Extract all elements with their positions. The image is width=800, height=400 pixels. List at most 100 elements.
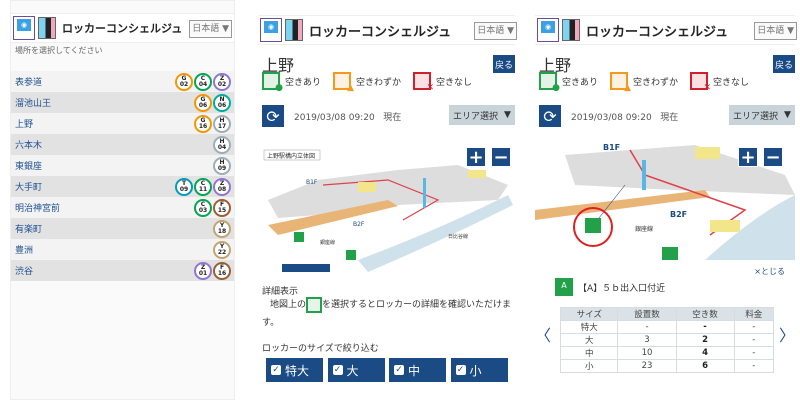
line-letter: H bbox=[219, 137, 225, 145]
column-header: 料金 bbox=[733, 307, 775, 321]
language-value: 日本語 bbox=[757, 26, 785, 36]
station-name: 六本木 bbox=[15, 141, 43, 151]
instruction-text: 地図上の bbox=[270, 300, 307, 310]
station-map-zoomed[interactable]: B1F B2F 銀座線 + − bbox=[535, 135, 795, 260]
map-title: 上野駅構内立体図 bbox=[267, 152, 315, 160]
refresh-button[interactable]: ⟳ bbox=[262, 105, 284, 127]
line-number: 22 bbox=[217, 248, 227, 256]
station-name: 上野 bbox=[15, 120, 34, 130]
zoom-in-button[interactable]: + bbox=[466, 147, 486, 168]
filter-size-button[interactable]: ✓小 bbox=[450, 358, 508, 382]
line-number: 01 bbox=[198, 269, 208, 277]
station-name: 有楽町 bbox=[15, 225, 43, 235]
map-stairs bbox=[710, 220, 740, 232]
column-header: 設置数 bbox=[617, 307, 677, 321]
map-locker-b-icon[interactable] bbox=[346, 250, 356, 260]
map-locker-a-icon[interactable] bbox=[294, 232, 304, 242]
locker-status-icon: ▲ bbox=[610, 72, 631, 93]
availability-legend: ●空きあり▲空きわずか✕空きなし bbox=[539, 72, 759, 93]
checkbox-icon: ✓ bbox=[455, 365, 466, 375]
legend-item: ▲空きわずか bbox=[610, 72, 678, 93]
line-letter: Y bbox=[219, 221, 225, 229]
legend-item: ✕空きなし bbox=[413, 72, 473, 93]
refresh-icon: ⟳ bbox=[266, 106, 280, 126]
filter-size-button[interactable]: ✓中 bbox=[389, 358, 446, 382]
locker-status-icon: ▲ bbox=[333, 72, 354, 93]
prev-locker-button[interactable]: 〈 bbox=[535, 326, 552, 345]
app-header: ◉ ロッカーコンシェルジュ 日本語 ▼ bbox=[11, 13, 234, 43]
line-letter: F bbox=[219, 200, 225, 208]
station-name: 豊洲 bbox=[15, 246, 34, 256]
line-number: 11 bbox=[198, 185, 208, 193]
table-cell: 6 bbox=[675, 359, 735, 373]
station-name: 東銀座 bbox=[15, 162, 43, 172]
zoom-out-button[interactable]: − bbox=[491, 147, 511, 168]
line-number: 03 bbox=[198, 206, 208, 214]
close-popup-link[interactable]: ×とじる bbox=[754, 267, 785, 276]
line-number: 02 bbox=[179, 80, 189, 88]
language-select[interactable]: 日本語 ▼ bbox=[189, 20, 232, 38]
table-cell: 特大 bbox=[559, 320, 619, 334]
timestamp: 2019/03/08 09:20 現在 bbox=[294, 110, 401, 123]
table-cell: - bbox=[733, 320, 775, 334]
station-name: 明治神宮前 bbox=[15, 204, 61, 214]
station-map[interactable]: 上野駅構内立体図 B1F B2F 銀座線 日比谷線 + − bbox=[258, 140, 515, 272]
refresh-button[interactable]: ⟳ bbox=[539, 105, 561, 127]
line-number: 09 bbox=[179, 185, 189, 193]
language-select[interactable]: 日本語 ▼ bbox=[754, 22, 797, 40]
back-button[interactable]: 戻る bbox=[773, 55, 795, 73]
next-locker-button[interactable]: 〉 bbox=[778, 326, 795, 345]
locker-status-icon: ● bbox=[262, 72, 283, 93]
map-label-hibiya: 日比谷線 bbox=[448, 233, 468, 240]
line-letter: Z bbox=[219, 179, 225, 187]
map-label-b2f: B2F bbox=[670, 210, 687, 219]
locker-available-icon bbox=[306, 296, 323, 313]
area-select-button[interactable]: エリア選択▼ bbox=[449, 105, 515, 125]
line-number: 02 bbox=[217, 80, 227, 88]
legend-item: ▲空きわずか bbox=[333, 72, 402, 93]
app-header: ◉ ロッカーコンシェルジュ 日本語 ▼ bbox=[535, 15, 797, 45]
timestamp-value: 2019/03/08 09:20 bbox=[571, 113, 652, 123]
language-value: 日本語 bbox=[192, 24, 220, 34]
zoom-out-button[interactable]: − bbox=[763, 147, 783, 168]
legend-label: 空きなし bbox=[436, 77, 473, 88]
legend-label: 空きわずか bbox=[356, 77, 402, 88]
line-letter: F bbox=[219, 263, 225, 271]
map-stairs bbox=[695, 147, 720, 159]
map-locker-b-icon[interactable] bbox=[662, 247, 678, 260]
line-number: 16 bbox=[198, 122, 208, 130]
area-select-label: エリア選択 bbox=[453, 111, 499, 122]
zoom-in-button[interactable]: + bbox=[738, 147, 758, 168]
back-button[interactable]: 戻る bbox=[493, 55, 515, 73]
map-locker-a-icon[interactable] bbox=[585, 218, 601, 233]
column-header: 空き数 bbox=[675, 307, 735, 321]
locker-status-icon: ✕ bbox=[690, 72, 711, 93]
now-label: 現在 bbox=[383, 113, 402, 123]
locker-logo-icon bbox=[285, 19, 303, 41]
filter-size-button[interactable]: ✓特大 bbox=[266, 358, 323, 382]
line-number: 06 bbox=[217, 101, 227, 109]
language-select[interactable]: 日本語 ▼ bbox=[474, 22, 517, 40]
metro-commerce-logo: ◉ bbox=[260, 18, 282, 42]
dropdown-arrow-icon: ▼ bbox=[784, 110, 791, 120]
filter-size-button[interactable]: ✓大 bbox=[327, 358, 385, 382]
area-select-button[interactable]: エリア選択▼ bbox=[729, 105, 795, 125]
